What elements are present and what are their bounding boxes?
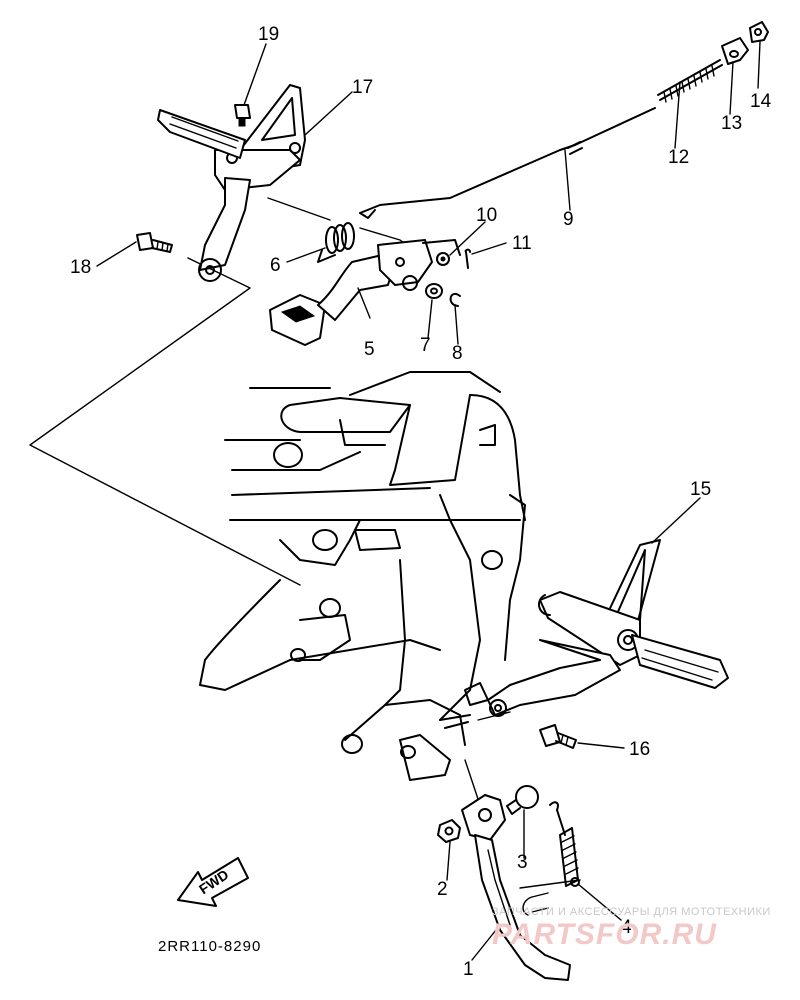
label-part-2: 2	[437, 879, 448, 900]
label-part-15: 15	[690, 479, 712, 500]
part-19-bolt	[234, 104, 251, 127]
rear-footpeg-rubber	[157, 109, 246, 159]
label-part-6: 6	[270, 255, 281, 276]
label-part-12: 12	[668, 147, 690, 168]
part-16-bolt	[539, 724, 577, 749]
label-part-17: 17	[352, 77, 374, 98]
part-11-cotter-pin	[464, 248, 471, 269]
label-part-14: 14	[750, 91, 772, 112]
part-2-nut	[437, 819, 461, 843]
frame-outline	[199, 371, 526, 781]
part-18-bolt	[136, 232, 173, 253]
diagram-code: 2RR110-8290	[158, 938, 262, 955]
label-part-18: 18	[70, 257, 92, 278]
label-part-1: 1	[463, 959, 474, 980]
leader-lines	[96, 41, 761, 961]
part-3-bolt	[506, 785, 539, 815]
part-8-circlip	[449, 293, 461, 307]
label-part-10: 10	[476, 205, 498, 226]
watermark-brand: PARTSFOR.RU	[492, 918, 717, 951]
part-14-adjuster-nut	[749, 21, 769, 43]
label-part-7: 7	[420, 335, 431, 356]
part-1-sidestand	[461, 794, 571, 981]
front-footpeg-rubber	[631, 634, 729, 689]
label-part-3: 3	[517, 852, 528, 873]
part-7-washer	[425, 283, 443, 299]
label-part-8: 8	[452, 343, 463, 364]
label-part-19: 19	[258, 24, 280, 45]
label-part-4: 4	[621, 917, 632, 938]
part-5-brake-pedal	[269, 239, 433, 346]
part-17-footrest-bracket	[198, 84, 306, 282]
label-part-9: 9	[563, 209, 574, 230]
part-12-spring	[657, 59, 723, 103]
part-10-nut	[436, 252, 450, 266]
label-part-11: 11	[512, 233, 532, 254]
label-part-5: 5	[364, 339, 375, 360]
part-4-spring	[522, 801, 580, 916]
part-15-footrest-bracket	[487, 539, 661, 717]
watermark-tagline: ЗАПЧАСТИ И АКСЕССУАРЫ ДЛЯ МОТОТЕХНИКИ	[492, 906, 771, 918]
connection-lines	[29, 197, 581, 889]
label-part-16: 16	[629, 739, 651, 760]
part-13-joint	[721, 37, 749, 65]
label-part-13: 13	[721, 113, 743, 134]
fwd-arrow	[177, 857, 249, 907]
part-6-spring	[317, 222, 355, 263]
part-9-brake-rod	[359, 107, 656, 256]
